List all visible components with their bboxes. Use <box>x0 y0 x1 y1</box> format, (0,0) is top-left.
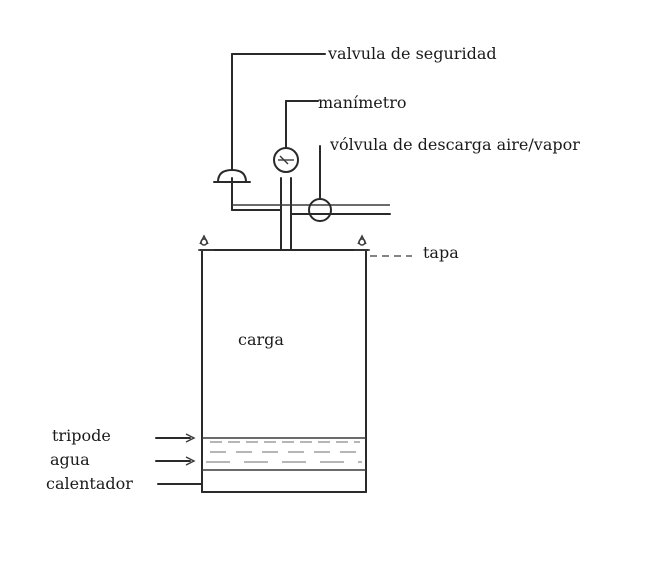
lid-clamp-left <box>198 234 214 251</box>
label-tapa: tapa <box>423 243 459 262</box>
label-valvula-descarga: vólvula de descarga aire/vapor <box>329 135 580 154</box>
leader-agua <box>155 456 196 466</box>
safety-valve <box>213 159 251 183</box>
label-agua: agua <box>50 450 90 469</box>
discharge-valve <box>308 169 332 222</box>
manifold <box>231 177 391 215</box>
label-tripode: tripode <box>52 426 111 445</box>
label-manometro: manímetro <box>318 93 406 112</box>
lid-clamp-right <box>354 234 370 251</box>
vessel <box>199 249 369 493</box>
leader-manometer <box>285 100 319 149</box>
central-pipe <box>280 177 292 251</box>
label-valvula-seguridad: valvula de seguridad <box>327 44 497 63</box>
water-level <box>206 451 362 463</box>
leader-safety-valve <box>231 53 326 161</box>
leader-tripode <box>155 433 196 443</box>
label-carga: carga <box>238 330 284 349</box>
tripod-level <box>202 437 366 443</box>
manometer <box>273 147 299 173</box>
label-calentador: calentador <box>46 474 133 493</box>
